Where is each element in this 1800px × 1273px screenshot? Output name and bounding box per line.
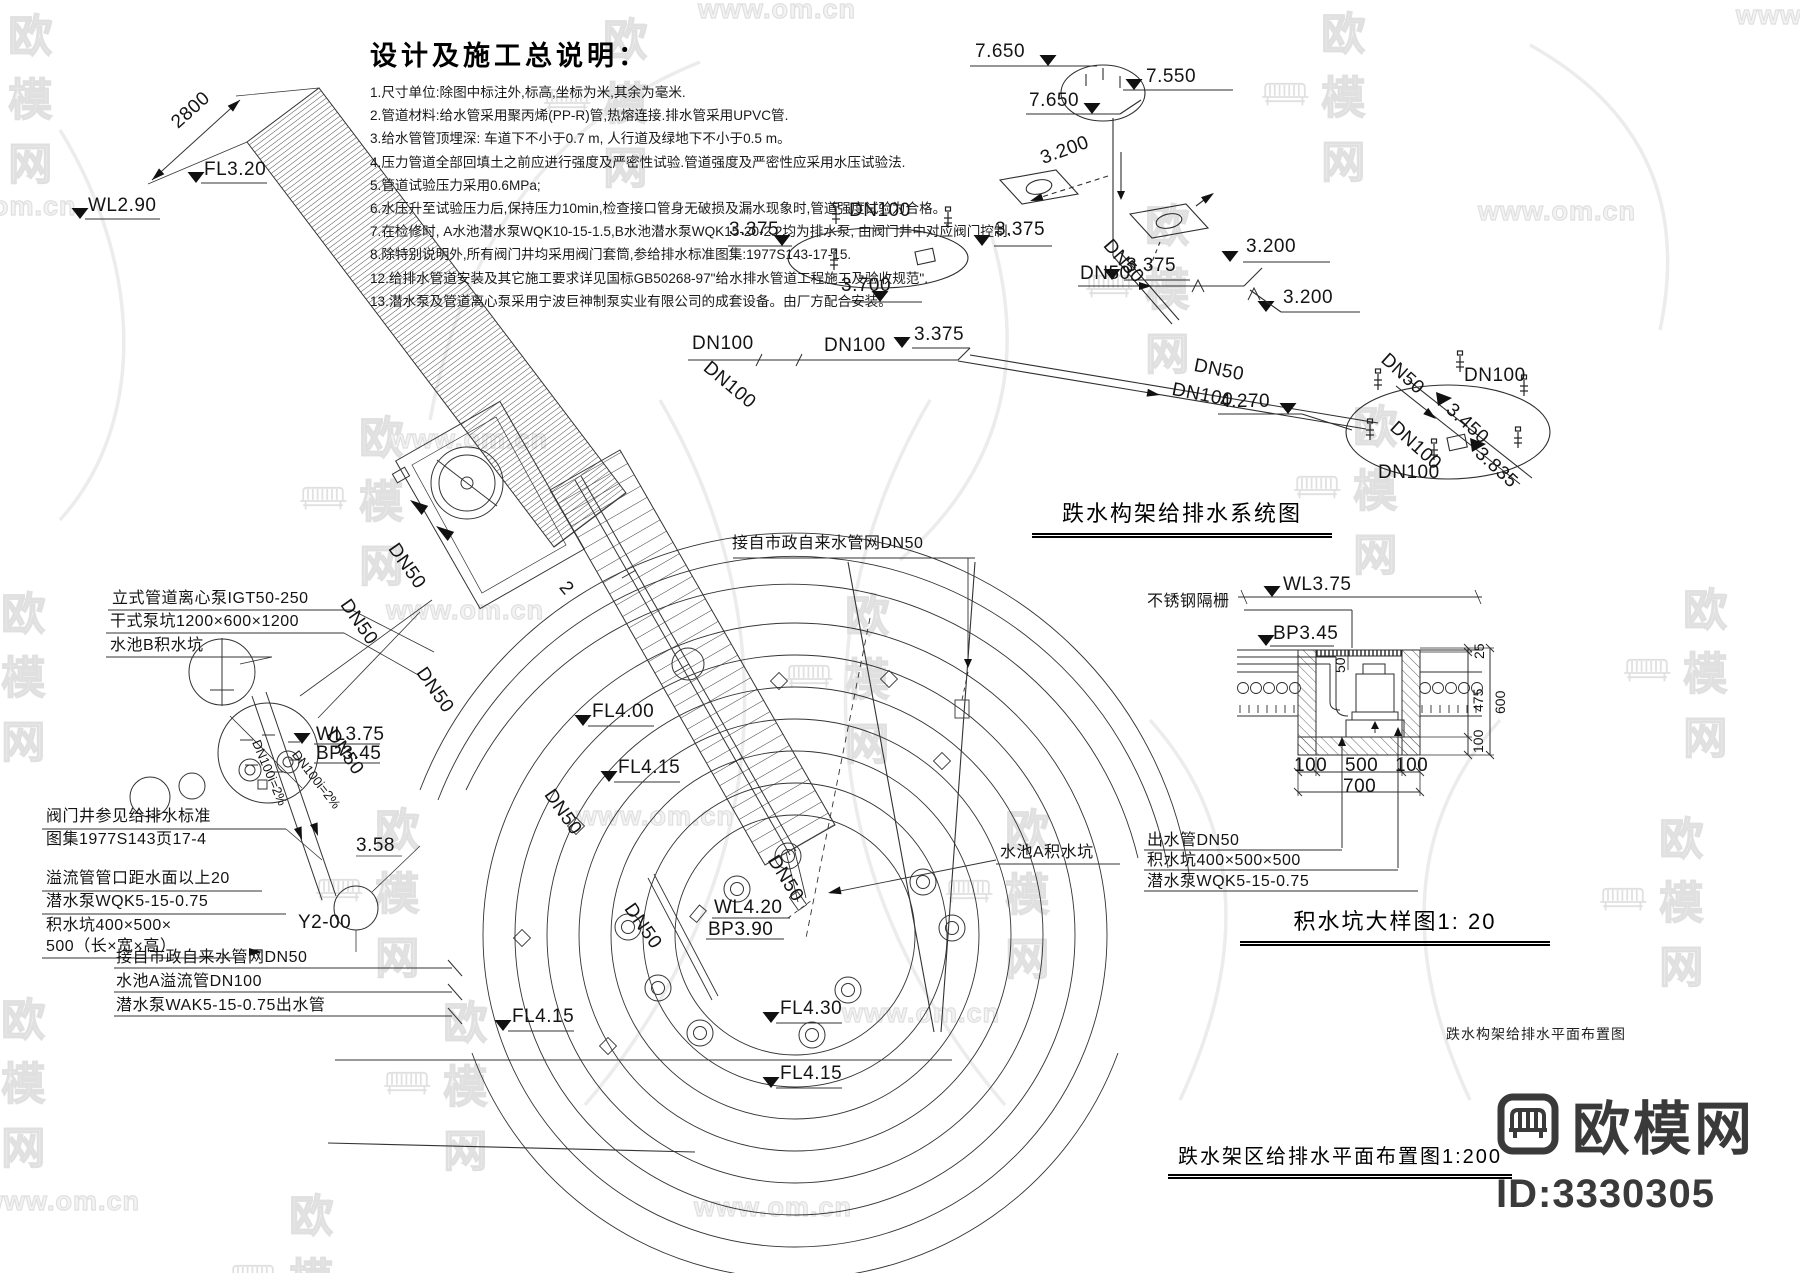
plan-drawing-title: 跌水架区给排水平面布置图1:200 — [1168, 1140, 1513, 1179]
iso-label: 3.375 — [995, 219, 1046, 240]
site-logo-icon — [1497, 1093, 1559, 1155]
iso-system-diagram — [688, 54, 1551, 485]
iso-label: DN100 — [824, 335, 886, 356]
plan-label: 接自市政自来水管网DN50 — [116, 949, 308, 966]
plan-label: FL4.30 — [780, 998, 843, 1019]
note-line: 12.给排水管道安装及其它施工要求详见国标GB50268-97"给水排水管道工程… — [370, 270, 929, 286]
iso-label: 7.650 — [975, 41, 1026, 62]
detail-label: 不锈钢隔栅 — [1147, 593, 1230, 610]
note-line: 3.给水管管顶埋深: 车道下不小于0.7 m, 人行道及绿地下不小于0.5 m。 — [370, 131, 791, 147]
plan-label: 3.58 — [356, 835, 395, 856]
plan-label: FL4.00 — [592, 701, 655, 722]
detail-label: WL3.75 — [1283, 574, 1352, 595]
note-line: 1.尺寸单位:除图中标注外,标高,坐标为米,其余为毫米. — [370, 85, 686, 100]
iso-label: 3.375 — [1126, 255, 1177, 276]
detail-label: BP3.45 — [1273, 623, 1339, 644]
plan-label: 溢流管管口距水面以上20 — [46, 870, 230, 887]
detail-label: 100 — [1470, 729, 1486, 753]
iso-label: 3.375 — [914, 324, 965, 345]
detail-label: 475 — [1470, 688, 1486, 712]
plan-pool — [327, 532, 1191, 1273]
detail-label: 出水管DN50 — [1147, 832, 1240, 849]
note-line: 5.管道试验压力采用0.6MPa; — [370, 177, 541, 193]
sump-pit-detail — [1144, 585, 1495, 892]
note-line: 8.除特别说明外,所有阀门井均采用阀门套筒,参给排水标准图集:1977S143-… — [370, 247, 852, 263]
plan-label: 潜水泵WAK5-15-0.75出水管 — [116, 997, 326, 1014]
plan-label: 积水坑400×500× — [46, 917, 172, 934]
note-line: 4.压力管道全部回填土之前应进行强度及严密性试验.管道强度及严密性应采用水压试验… — [370, 154, 906, 170]
plan-left-pit — [42, 609, 463, 1025]
note-line: 2.管道材料:给水管采用聚丙烯(PP-R)管,热熔连接.排水管采用UPVC管. — [370, 108, 789, 124]
iso-label: 3.200 — [1283, 287, 1334, 308]
plan-label: FL4.15 — [780, 1063, 843, 1084]
plan-label: 图集1977S143页17-4 — [46, 831, 207, 848]
iso-label: 3.375 — [729, 219, 780, 240]
iso-label: DN100 — [1378, 462, 1440, 483]
detail-label: 25 — [1471, 643, 1487, 659]
plan-label: 水池A积水坑 — [1000, 844, 1094, 861]
site-logo: 欧模网 ID:3330305 — [1496, 1082, 1755, 1217]
notes-title: 设计及施工总说明： — [370, 41, 649, 71]
plan-label: BP3.90 — [708, 919, 774, 940]
iso-label: 4.270 — [1220, 391, 1271, 412]
plan-label: WL3.75 — [316, 724, 385, 745]
note-line: 13.潜水泵及管道离心泵采用宁波巨神制泵实业有限公司的成套设备。由厂方配合安装。 — [370, 293, 892, 309]
plan-label: WL4.20 — [714, 897, 783, 918]
iso-label: 3.200 — [1246, 236, 1297, 257]
plan-truss — [299, 400, 836, 866]
plan-label: 接自市政自来水管网DN50 — [732, 535, 924, 552]
pebbles — [1237, 682, 1483, 713]
iso-label: DN100 — [849, 200, 911, 221]
plan-label: Y2-00 — [298, 912, 352, 933]
general-notes: 设计及施工总说明： 1.尺寸单位:除图中标注外,标高,坐标为米,其余为毫米. 2.… — [370, 34, 1011, 313]
detail-label: 700 — [1343, 776, 1377, 797]
detail-drawing-title: 积水坑大样图1: 20 — [1240, 904, 1550, 946]
note-line: 6.水压升至试验压力后,保持压力10min,检查接口管身无破损及漏水现象时,管道… — [370, 201, 947, 217]
plan-label: 阀门井参见给排水标准 — [46, 808, 212, 825]
plan-label: BP3.45 — [316, 743, 382, 764]
iso-label: 3.700 — [841, 275, 892, 296]
detail-label: 100 — [1294, 755, 1328, 776]
detail-label: 潜水泵WQK5-15-0.75 — [1147, 873, 1310, 890]
detail-label: 500 — [1345, 755, 1379, 776]
site-logo-id: ID:3330305 — [1496, 1172, 1716, 1216]
site-logo-text: 欧模网 — [1572, 1097, 1756, 1162]
pool-columns — [512, 669, 952, 1056]
plan-label: 水池A溢流管DN100 — [116, 973, 262, 990]
plan-drawing-subtitle: 跌水构架给排水平面布置图 — [1446, 1026, 1626, 1042]
iso-label: 7.650 — [1029, 90, 1080, 111]
detail-label: 50 — [1332, 657, 1348, 673]
pool-jets — [614, 842, 966, 1049]
plan-label: 500（长×宽×高） — [46, 938, 177, 955]
iso-label: DN100 — [692, 333, 754, 354]
iso-label: DN100 — [1464, 365, 1526, 386]
plan-label: WL2.90 — [88, 195, 157, 216]
note-line: 7.在检修时, A水池潜水泵WQK10-15-1.5,B水池潜水泵WQK15-2… — [370, 224, 1012, 240]
detail-label: 积水坑400×500×500 — [1147, 852, 1301, 869]
iso-label: DN50 — [1080, 263, 1131, 284]
plan-label: FL3.20 — [204, 159, 267, 180]
plan-label: FL4.15 — [618, 757, 681, 778]
plan-label: FL4.15 — [512, 1006, 575, 1027]
plan-label: 立式管道离心泵IGT50-250 — [112, 590, 309, 607]
detail-label: 600 — [1492, 690, 1508, 714]
plan-label: 潜水泵WQK5-15-0.75 — [46, 893, 209, 910]
iso-label: 7.550 — [1146, 66, 1197, 87]
iso-diagram-title: 跌水构架给排水系统图 — [1032, 496, 1332, 538]
plan-label: 干式泵坑1200×600×1200 — [110, 613, 300, 630]
detail-label: 100 — [1395, 755, 1429, 776]
plan-label: 水池B积水坑 — [110, 637, 204, 654]
